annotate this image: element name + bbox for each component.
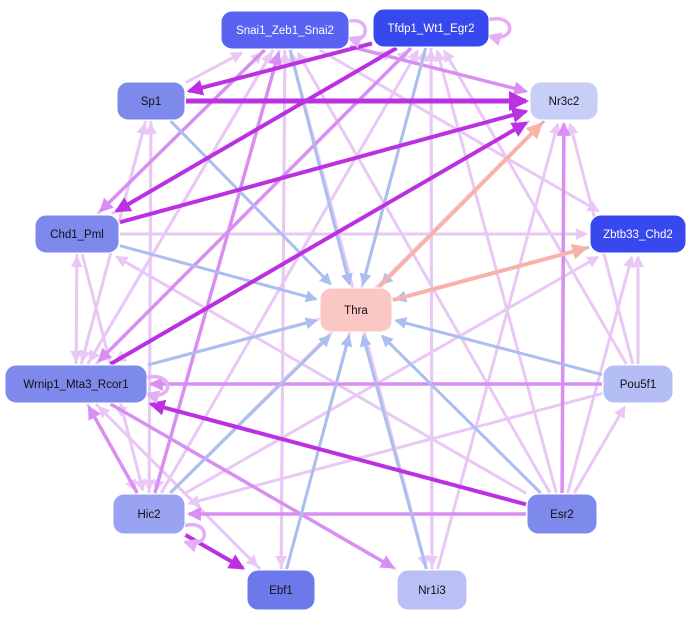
edge-pou5f1-thra — [394, 317, 603, 377]
node-shape-thra[interactable] — [319, 287, 393, 333]
node-snai1[interactable]: Snai1_Zeb1_Snai2 — [220, 10, 350, 50]
node-shape-tfdp1[interactable] — [372, 8, 490, 48]
node-shape-pou5f1[interactable] — [602, 364, 674, 404]
edge-chd1-nr3c2 — [119, 107, 529, 225]
edge-hic2-thra — [169, 334, 331, 495]
node-shape-wrnip1[interactable] — [4, 364, 148, 404]
edge-esr2-pou5f1 — [572, 405, 626, 494]
self-loop-tfdp1 — [486, 16, 512, 46]
node-shape-nr3c2[interactable] — [529, 81, 599, 121]
edge-esr2-snai1 — [296, 51, 552, 494]
node-chd1[interactable]: Chd1_Pml — [34, 214, 120, 254]
edge-hic2-zbtb33 — [184, 255, 600, 495]
node-pou5f1[interactable]: Pou5f1 — [602, 364, 674, 404]
edge-snai1-nr3c2 — [349, 44, 529, 96]
edge-ebf1-thra — [285, 334, 353, 570]
node-shape-sp1[interactable] — [116, 81, 186, 121]
node-shape-nr1i3[interactable] — [396, 569, 468, 611]
node-shape-hic2[interactable] — [112, 493, 186, 535]
node-shape-ebf1[interactable] — [246, 569, 316, 611]
self-loop-wrnip1 — [144, 374, 170, 404]
node-shape-zbtb33[interactable] — [589, 214, 687, 254]
node-thra[interactable]: Thra — [319, 287, 393, 333]
edge-hic2-ebf1 — [184, 533, 246, 570]
edge-thra-zbtb33 — [392, 243, 589, 302]
node-wrnip1[interactable]: Wrnip1_Mta3_Rcor1 — [4, 364, 148, 404]
edge-nr1i3-thra — [359, 334, 428, 570]
node-sp1[interactable]: Sp1 — [116, 81, 186, 121]
edge-tfdp1-thra — [359, 47, 428, 286]
edge-hic2-tfdp1 — [159, 49, 419, 494]
node-hic2[interactable]: Hic2 — [112, 493, 186, 535]
self-loop-hic2 — [182, 522, 206, 553]
node-shape-snai1[interactable] — [220, 10, 350, 50]
edge-sp1-snai1 — [185, 51, 244, 84]
node-zbtb33[interactable]: Zbtb33_Chd2 — [589, 214, 687, 254]
edge-snai1-ebf1 — [275, 49, 288, 568]
edge-esr2-nr3c2 — [556, 121, 571, 494]
node-nr1i3[interactable]: Nr1i3 — [396, 569, 468, 611]
edge-esr2-thra — [380, 334, 542, 495]
edge-esr2-wrnip1 — [148, 399, 527, 507]
edge-tfdp1-nr1i3 — [425, 47, 438, 568]
edge-wrnip1-thra — [147, 317, 318, 367]
edge-hic2-wrnip1 — [87, 405, 139, 494]
edge-sp1-thra — [169, 119, 332, 286]
self-loop-snai1 — [346, 18, 367, 49]
node-esr2[interactable]: Esr2 — [526, 493, 598, 535]
edge-chd1-thra — [119, 244, 318, 303]
edge-wrnip1-nr1i3 — [109, 402, 395, 569]
edge-esr2-chd1 — [115, 255, 527, 495]
edge-tfdp1-chd1 — [114, 46, 398, 213]
node-shape-esr2[interactable] — [526, 493, 598, 535]
edge-thra-nr3c2 — [377, 122, 543, 289]
edge-tfdp1-sp1 — [186, 41, 373, 96]
node-shape-chd1[interactable] — [34, 214, 120, 254]
edge-wrnip1-nr3c2 — [109, 121, 529, 366]
node-tfdp1[interactable]: Tfdp1_Wt1_Egr2 — [372, 8, 490, 48]
node-nr3c2[interactable]: Nr3c2 — [529, 81, 599, 121]
edge-wrnip1-chd1 — [70, 255, 83, 365]
node-ebf1[interactable]: Ebf1 — [246, 569, 316, 611]
